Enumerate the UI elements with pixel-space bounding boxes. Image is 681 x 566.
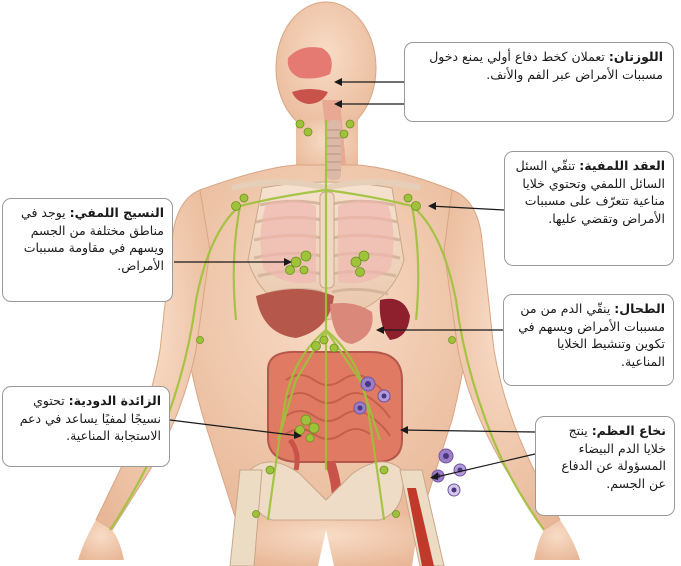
tonsils-title: اللوزتان: [609,49,663,64]
appendix-title: الزائدة الدودية: [69,393,161,408]
appendix-callout: الزائدة الدودية: تحتوي نسيجًا لمفيًا يسا… [2,386,170,467]
spleen-callout: الطحال: ينقّي الدم من من مسببات الأمراض … [503,294,674,386]
bone-marrow-callout: نخاع العظم: ينتج خلايا الدم البيضاء المس… [535,416,675,516]
lymph-nodes-title: العقد اللمفية: [579,158,665,173]
lymph-tissue-callout: النسيج اللمفي: يوجد في مناطق مختلفة من ا… [2,198,173,302]
bone-marrow-title: نخاع العظم: [592,423,666,438]
spleen-title: الطحال: [614,301,665,316]
lymph-nodes-callout: العقد اللمفية: تنقّي السئل السائل اللمفي… [504,151,674,266]
lymph-tissue-title: النسيج اللمفي: [70,205,164,220]
tonsils-callout: اللوزتان: تعملان كخط دفاع أولي يمنع دخول… [404,42,674,122]
